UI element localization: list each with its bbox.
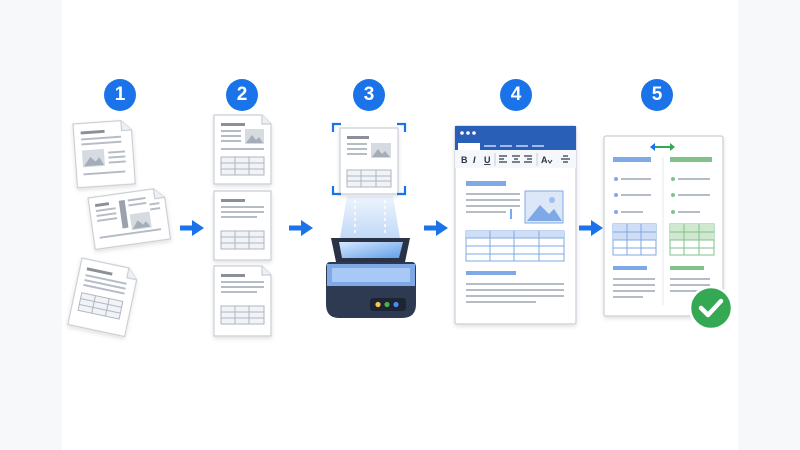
step-3-scanning xyxy=(326,122,416,318)
arrow-right-icon xyxy=(424,220,448,236)
image-icon xyxy=(81,148,105,168)
align-center-icon xyxy=(512,155,520,163)
document-icon xyxy=(72,120,136,189)
document-icon xyxy=(339,127,399,195)
arrow-right-icon xyxy=(180,220,204,236)
compare-arrows-icon xyxy=(650,143,675,151)
strikethrough-icon xyxy=(561,155,570,163)
converted-column xyxy=(669,157,715,292)
arrow-right-icon xyxy=(289,220,313,236)
underline-button: U xyxy=(484,155,491,165)
table-icon xyxy=(220,230,265,250)
image-icon xyxy=(129,211,152,231)
image-icon xyxy=(371,143,391,158)
document-icon xyxy=(213,114,272,185)
table-icon xyxy=(346,169,392,188)
right-margin-strip xyxy=(738,0,800,450)
scanner-icon xyxy=(326,238,416,318)
table-icon xyxy=(220,156,265,176)
table-icon xyxy=(465,230,565,262)
step-2-organized-documents xyxy=(213,114,272,337)
table-icon xyxy=(77,292,124,320)
step-5-verified-comparison xyxy=(603,135,734,331)
document-icon xyxy=(87,188,172,251)
italic-button: I xyxy=(473,155,476,165)
document-icon xyxy=(67,257,138,338)
step-5-badge: 5 xyxy=(641,79,673,111)
image-icon xyxy=(524,190,564,224)
left-margin-strip xyxy=(0,0,62,450)
scan-frame-icon xyxy=(331,122,407,196)
align-left-icon xyxy=(499,155,507,163)
align-right-icon xyxy=(524,155,532,163)
step-1-badge: 1 xyxy=(104,79,136,111)
arrow-right-icon xyxy=(579,220,603,236)
document-icon xyxy=(213,265,272,337)
step-4-editable-document: B I U A xyxy=(454,125,577,325)
step-1-scattered-documents xyxy=(67,120,172,338)
table-icon xyxy=(612,223,657,256)
image-icon xyxy=(245,129,264,144)
editor-window-icon: B I U A xyxy=(454,125,577,325)
table-icon xyxy=(669,223,715,256)
step-4-badge: 4 xyxy=(500,79,532,111)
step-3-badge: 3 xyxy=(353,79,385,111)
original-column xyxy=(612,157,657,298)
bold-button: B xyxy=(461,155,468,165)
document-icon xyxy=(213,190,272,261)
font-size-button: A xyxy=(541,155,548,165)
checkmark-icon xyxy=(688,285,734,331)
table-icon xyxy=(220,305,265,325)
step-2-badge: 2 xyxy=(226,79,258,111)
